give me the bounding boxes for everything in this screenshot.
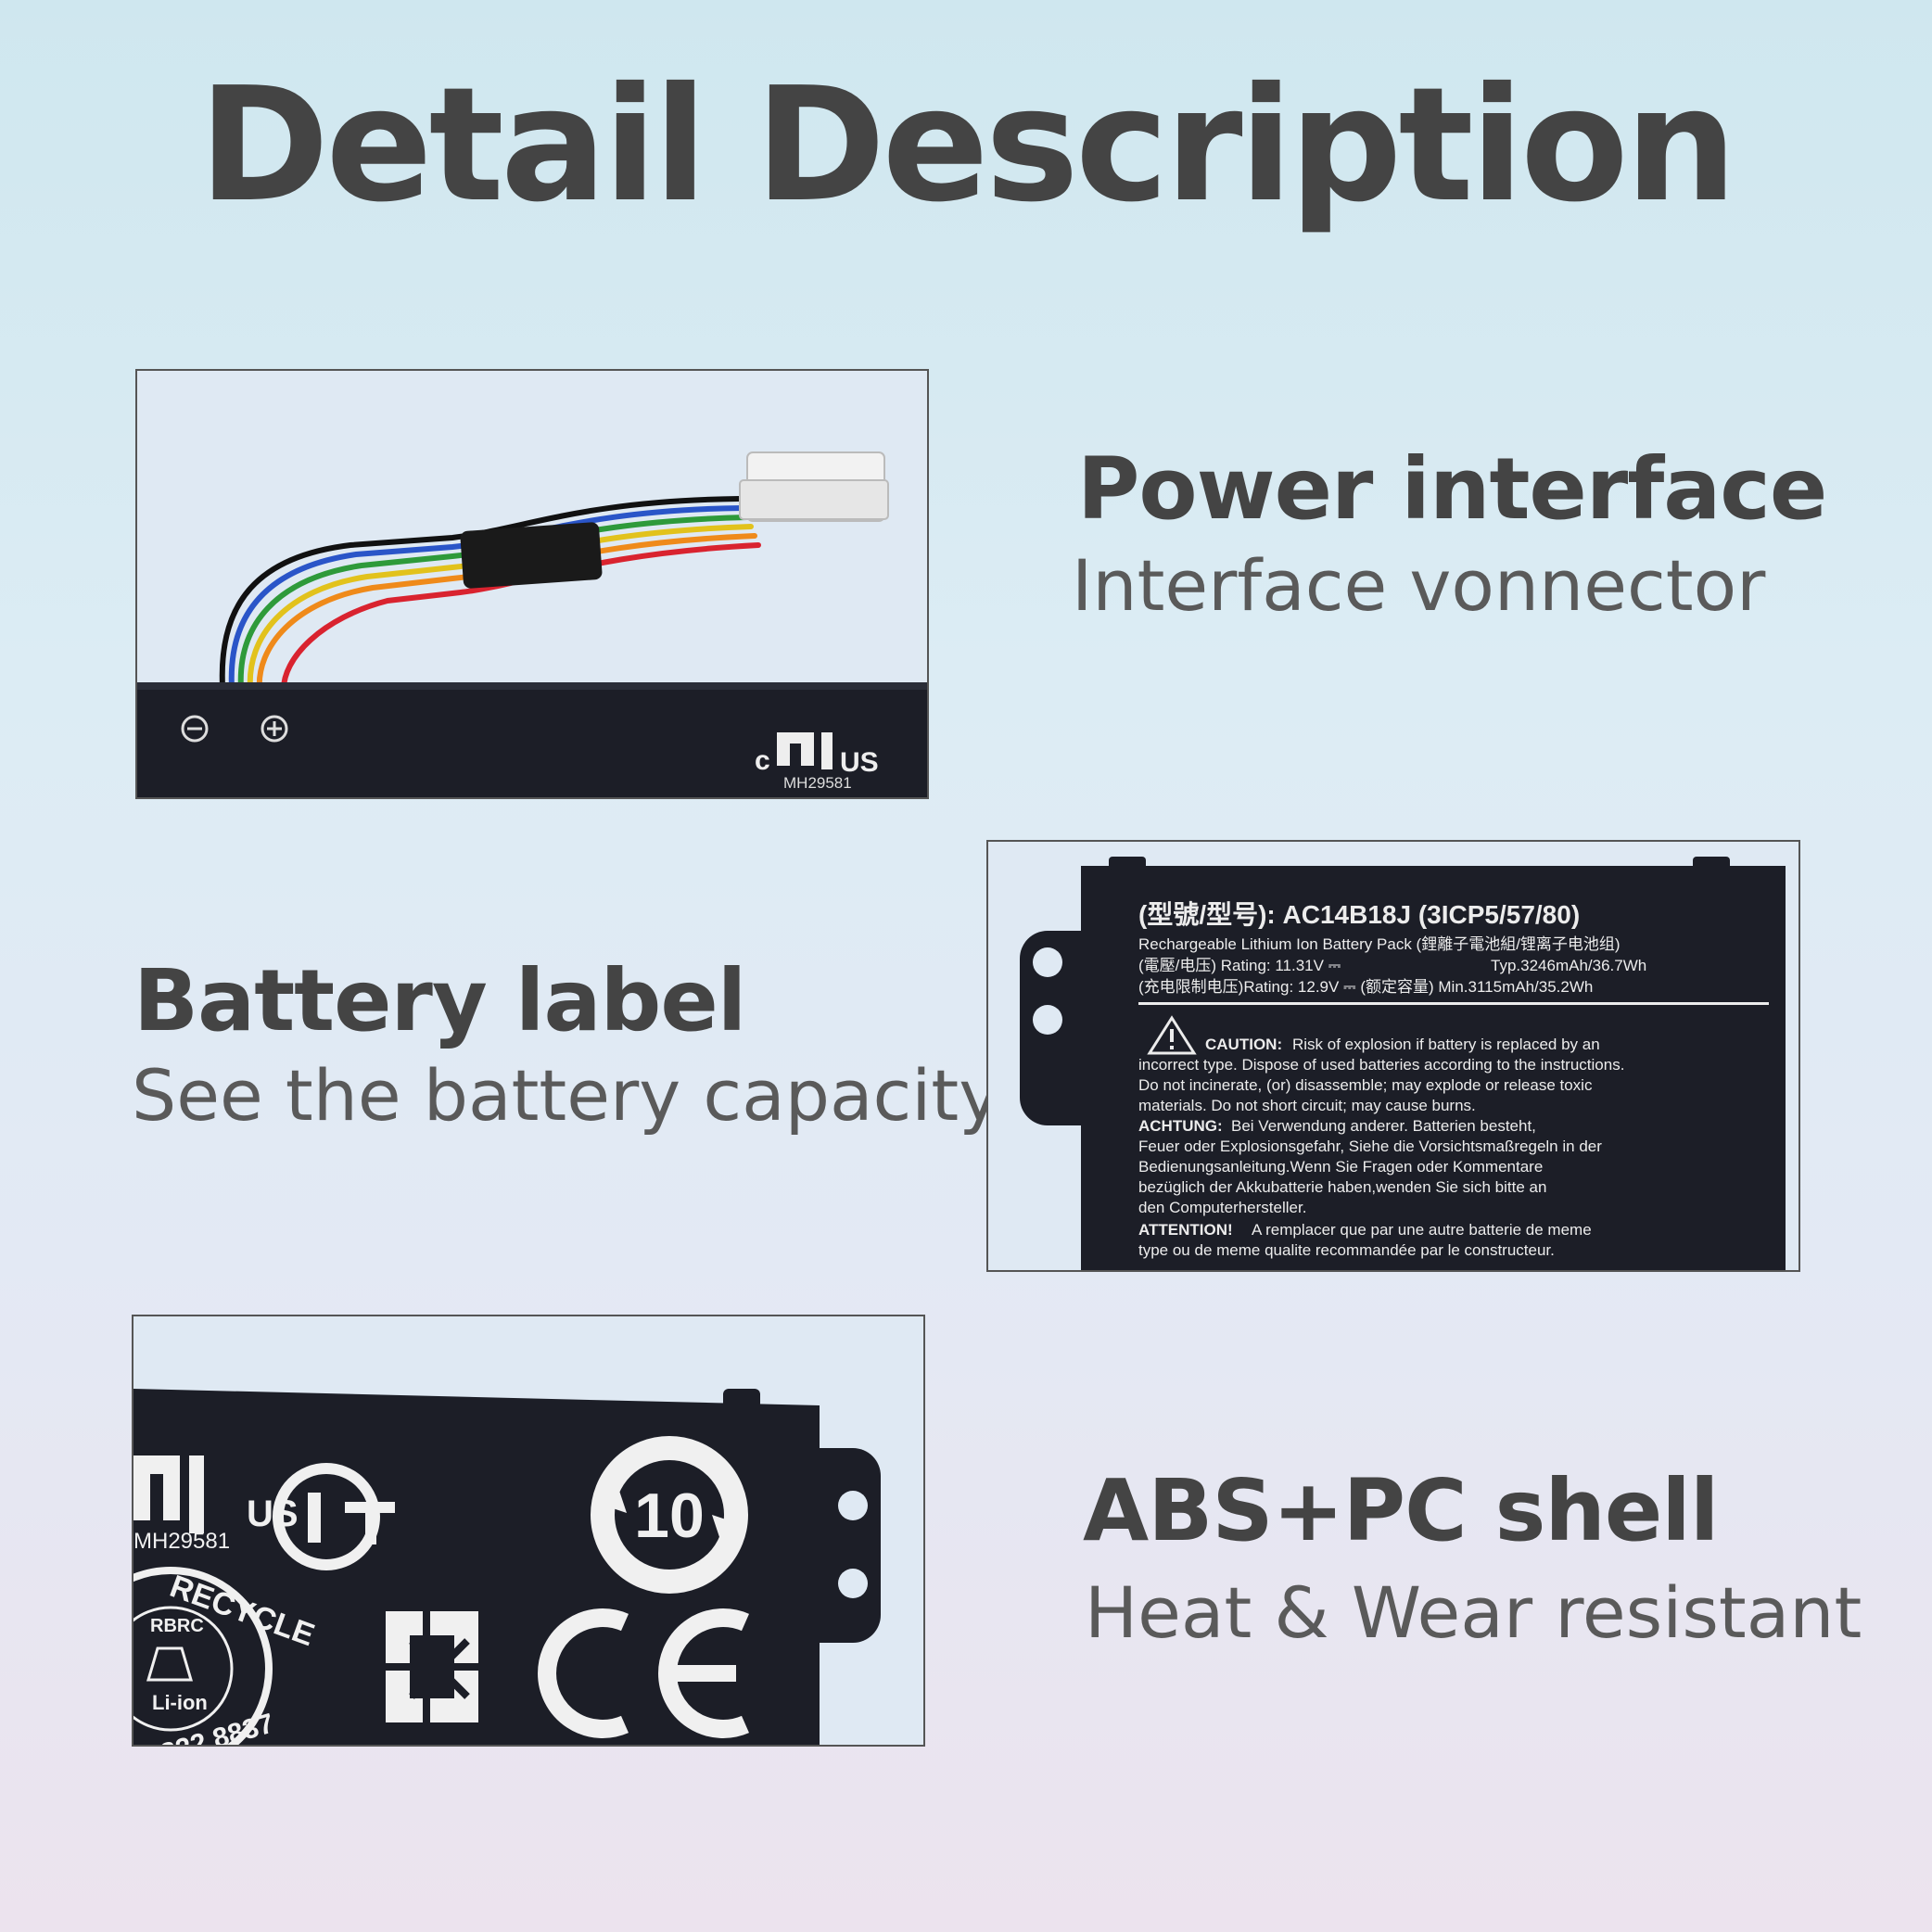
label-line-voltage: (電壓/电压) Rating: 11.31V ⎓ (1138, 957, 1341, 974)
ul-file-number: MH29581 (783, 774, 852, 792)
plus-terminal-icon (261, 715, 288, 743)
achtung-line-1: Bei Verwendung anderer. Batterien besteh… (1231, 1117, 1536, 1135)
wire-black (219, 496, 743, 689)
attention-line-2: type ou de meme qualite recommandée par … (1138, 1241, 1555, 1259)
ul-us-text: US (247, 1493, 299, 1534)
caution-line-3: Do not incinerate, (or) disassemble; may… (1138, 1076, 1593, 1094)
ul-us-text: US (840, 747, 879, 778)
wire-blue (228, 505, 746, 691)
china-recycle-icon (386, 1611, 478, 1722)
label-line-pack: Rechargeable Lithium Ion Battery Pack (鋰… (1138, 935, 1621, 953)
rbrc-text: RBRC (150, 1616, 204, 1636)
wire-red (280, 542, 761, 694)
label-line-typ-capacity: Typ.3246mAh/36.7Wh (1491, 957, 1646, 974)
wire-orange (256, 533, 757, 693)
shell-heading: ABS+PC shell (1083, 1461, 1719, 1560)
ul-c-text: c (755, 745, 770, 776)
wire-yellow (247, 524, 754, 693)
caution-line-2: incorrect type. Dispose of used batterie… (1138, 1056, 1624, 1074)
heat-shrink-sleeve (460, 522, 603, 589)
achtung-line-2: Feuer oder Explosionsgefahr, Siehe die V… (1138, 1138, 1602, 1155)
caution-line-4: materials. Do not short circuit; may cau… (1138, 1097, 1476, 1114)
power-interface-heading: Power interface (1077, 439, 1827, 539)
battery-label-illustration: (型號/型号): AC14B18J (3ICP5/57/80) Recharge… (988, 842, 1799, 1270)
liion-text: Li-ion (152, 1691, 208, 1714)
power-interface-photo: c US MH29581 (135, 369, 929, 799)
white-connector (739, 451, 889, 522)
label-line-min-capacity: (充电限制电压)Rating: 12.9V ⎓ (额定容量) Min.3115m… (1138, 978, 1593, 996)
minus-terminal-icon (181, 715, 209, 743)
attention-line-1: A remplacer que par une autre batterie d… (1252, 1221, 1592, 1239)
ten-year-epup-icon: 10 (591, 1436, 748, 1594)
ce-mark-icon (538, 1608, 749, 1738)
power-interface-subtitle: Interface vonnector (1072, 544, 1766, 627)
attention-heading: ATTENTION! (1138, 1221, 1233, 1239)
achtung-line-3: Bedienungsanleitung.Wenn Sie Fragen oder… (1138, 1158, 1543, 1176)
model-number: (型號/型号): AC14B18J (3ICP5/57/80) (1138, 900, 1580, 929)
battery-label-photo: (型號/型号): AC14B18J (3ICP5/57/80) Recharge… (986, 840, 1800, 1272)
caution-line-1: Risk of explosion if battery is replaced… (1292, 1036, 1600, 1053)
battery-label-subtitle: See the battery capacity (132, 1054, 1001, 1137)
warning-triangle-icon (1147, 1015, 1197, 1055)
pct-certification-icon (273, 1463, 395, 1570)
battery-body (1081, 866, 1786, 1270)
achtung-line-5: den Computerhersteller. (1138, 1199, 1306, 1216)
years-text: 10 (634, 1481, 705, 1551)
connector-illustration: c US MH29581 (137, 371, 927, 797)
ul-mark-icon: c US MH29581 (755, 732, 879, 792)
ul-mark-icon: US MH29581 (133, 1455, 299, 1554)
shell-subtitle: Heat & Wear resistant (1085, 1571, 1862, 1654)
wire-green (237, 515, 750, 692)
caution-heading: CAUTION: (1205, 1036, 1282, 1053)
achtung-heading: ACHTUNG: (1138, 1117, 1223, 1135)
shell-photo: US MH29581 10 RECYCLE RBRC L (132, 1315, 925, 1747)
ul-file-number: MH29581 (133, 1529, 230, 1554)
achtung-line-4: bezüglich der Akkubatterie haben,wenden … (1138, 1178, 1546, 1196)
battery-label-heading: Battery label (133, 951, 746, 1050)
mounting-tab (816, 1448, 881, 1643)
page-title: Detail Description (198, 54, 1737, 237)
shell-illustration: US MH29581 10 RECYCLE RBRC L (133, 1316, 923, 1745)
